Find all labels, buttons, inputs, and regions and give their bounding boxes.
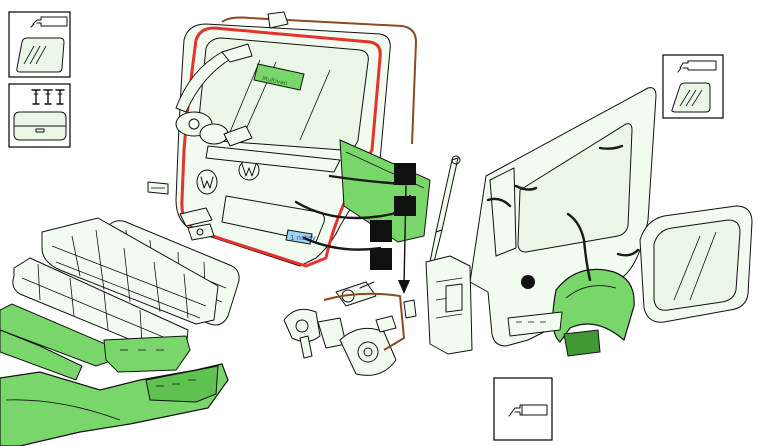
speaker-housing: [339, 315, 397, 376]
side-window-glass-icon: [671, 82, 711, 113]
hinge-bracket: [267, 11, 289, 29]
gas-strut: [429, 155, 461, 263]
windscreen-glass-icon: [16, 37, 65, 73]
side-window-glass-loose: [639, 205, 753, 323]
rear-bumper-stack: [0, 217, 240, 446]
thumbnail-glass-with-tool[interactable]: [8, 11, 71, 78]
fastener-clips-icon: [31, 89, 65, 105]
bumper-mount-bracket: [103, 335, 191, 373]
bumper-step-strip: [0, 329, 83, 381]
wiring-harness-side: [486, 144, 640, 282]
bumper-end-cap: [145, 365, 219, 403]
thumbnail-tool-only[interactable]: [493, 377, 553, 441]
thumbnail-side-glass-with-tool[interactable]: [662, 54, 724, 119]
side-window-opening: [517, 123, 633, 253]
callout-markers: [370, 163, 416, 270]
tailgate-outer-seal: [221, 16, 417, 145]
callout-marker: [370, 220, 392, 242]
tailgate-handle-parts: [179, 207, 215, 241]
thumbnail-clips-and-glass[interactable]: [8, 83, 71, 148]
tailgate-assembly: Multivan 1 nstav: [147, 11, 431, 268]
sealant-gun-icon: [508, 404, 548, 417]
emblem-plate: [147, 181, 169, 195]
callout-marker: [370, 248, 392, 270]
sealant-tool-icon-2: [677, 60, 717, 73]
arch-bracket: [563, 329, 601, 357]
harness-cable: [323, 292, 405, 351]
sealant-tool-icon: [30, 16, 68, 28]
glass-panel-icon: [13, 111, 67, 141]
callout-marker: [394, 163, 416, 185]
rear-corner-pillar: [403, 255, 473, 355]
tailgate-trim-strip: [205, 145, 341, 173]
vw-logo-small: [196, 169, 218, 195]
rear-side-panel: [469, 87, 657, 357]
rear-wiper: [175, 43, 253, 147]
callout-marker: [394, 196, 416, 216]
rear-light-assembly: [283, 308, 347, 359]
bumper-carrier: [41, 217, 219, 325]
fuel-filler-cap: [521, 275, 535, 289]
